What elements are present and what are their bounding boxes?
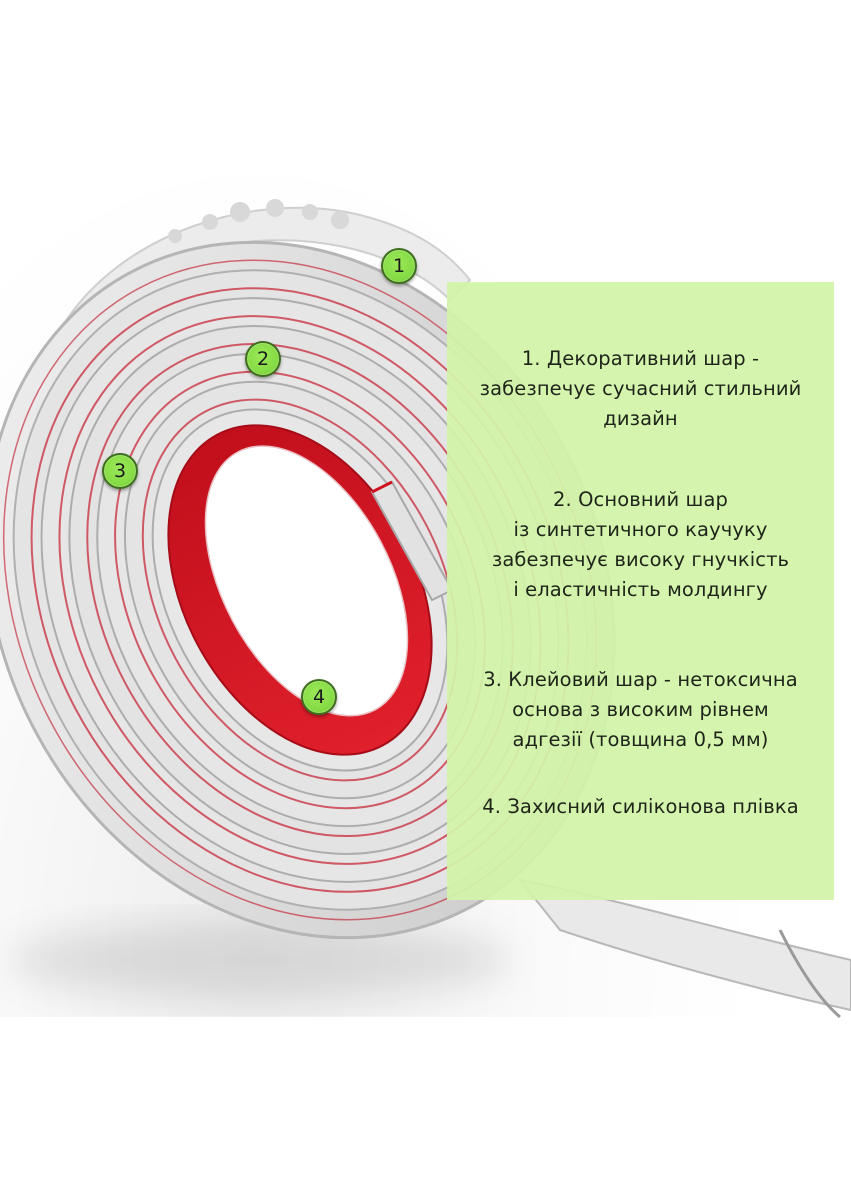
legend-item-adhesive-layer: 3. Клейовий шар - нетоксична основа з ви… [447, 665, 834, 755]
legend-line: основа з високим рівнем [512, 698, 769, 721]
legend-line: адгезії (товщина 0,5 мм) [512, 728, 769, 751]
legend-line: дизайн [603, 407, 678, 430]
legend-line: 2. Основний шар [552, 488, 728, 511]
legend-line: і еластичність молдингу [513, 578, 768, 601]
callout-badge-1: 1 [381, 248, 417, 284]
legend-line: забезпечує сучасний стильний [479, 377, 802, 400]
legend-panel: 1. Декоративний шар - забезпечує сучасни… [447, 282, 834, 900]
legend-line: 3. Клейовий шар - нетоксична [483, 668, 798, 691]
legend-line: забезпечує високу гнучкість [491, 548, 790, 571]
callout-badge-4: 4 [301, 679, 337, 715]
callout-badge-3: 3 [102, 453, 138, 489]
legend-line: 4. Захисний силіконова плівка [482, 795, 799, 818]
legend-line: 1. Декоративний шар - [521, 347, 760, 370]
callout-badge-2: 2 [245, 341, 281, 377]
legend-item-decorative-layer: 1. Декоративний шар - забезпечує сучасни… [447, 344, 834, 434]
legend-item-protective-film: 4. Захисний силіконова плівка [447, 792, 834, 822]
legend-line: із синтетичного каучуку [513, 518, 768, 541]
legend-item-base-layer: 2. Основний шар із синтетичного каучуку … [447, 485, 834, 605]
